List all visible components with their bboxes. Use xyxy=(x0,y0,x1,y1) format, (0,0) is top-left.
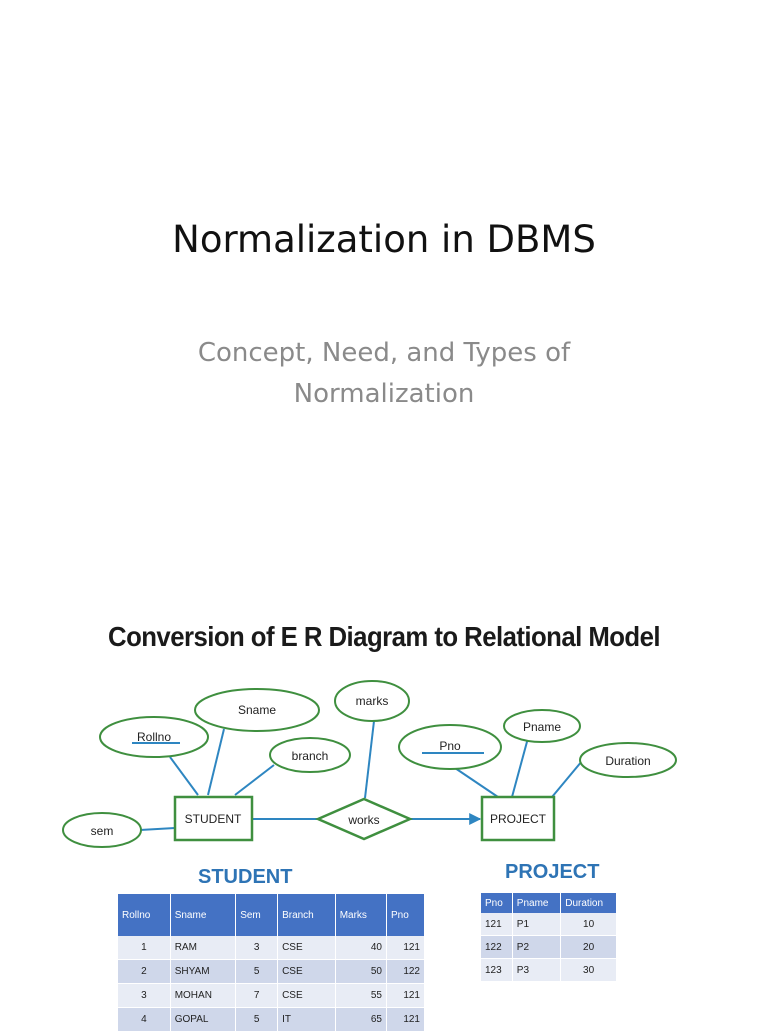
student-table-title: STUDENT xyxy=(198,866,293,888)
table-row: 4 GOPAL 5 IT 65 121 xyxy=(118,1007,425,1032)
table-cell: 20 xyxy=(560,935,617,959)
table-cell: 121 xyxy=(481,913,513,936)
attr-branch-label: branch xyxy=(292,749,329,763)
student-col-header: Pno xyxy=(386,894,425,936)
attr-sem-ellipse xyxy=(62,812,142,848)
table-cell: IT xyxy=(277,1007,336,1032)
er-diagram-slide: Conversion of E R Diagram to Relational … xyxy=(0,565,768,1032)
slide-title: Normalization in DBMS xyxy=(172,218,596,261)
table-cell: P3 xyxy=(512,958,562,982)
attr-rollno-ellipse xyxy=(99,716,209,758)
table-cell: 3 xyxy=(235,936,279,960)
table-cell: CSE xyxy=(277,936,336,960)
relationship-works-label: works xyxy=(347,813,379,827)
connector-marks xyxy=(364,720,375,799)
attr-sname-label: Sname xyxy=(238,703,276,717)
student-col-header: Branch xyxy=(277,894,336,936)
table-cell: 65 xyxy=(335,1007,388,1032)
entity-student-box xyxy=(173,795,254,842)
entity-student-label: STUDENT xyxy=(185,812,242,826)
connector-sname xyxy=(207,728,225,796)
table-row: 123 P3 30 xyxy=(481,958,617,982)
connector-branch xyxy=(234,764,275,796)
table-cell: 123 xyxy=(481,958,513,982)
connector-pname xyxy=(511,737,529,798)
entity-project-box xyxy=(480,795,556,842)
er-connectors xyxy=(139,720,583,831)
attr-rollno-label: Rollno xyxy=(137,730,171,744)
entity-project-label: PROJECT xyxy=(490,812,547,826)
er-slide-title: Conversion of E R Diagram to Relational … xyxy=(108,621,661,652)
connector-pno xyxy=(454,767,499,798)
table-cell: 40 xyxy=(335,936,388,960)
table-cell: 122 xyxy=(481,935,513,959)
student-table: Rollno Sname Sem Branch Marks Pno 1 RAM … xyxy=(118,894,425,1032)
table-cell: CSE xyxy=(277,959,336,984)
student-col-header: Sem xyxy=(235,894,279,936)
table-cell: 121 xyxy=(386,936,425,960)
table-cell: SHYAM xyxy=(170,959,237,984)
attr-sname-ellipse xyxy=(194,688,320,732)
table-row: 122 P2 20 xyxy=(481,935,617,959)
relationship-works-diamond xyxy=(314,797,414,841)
table-cell: 7 xyxy=(235,983,279,1008)
title-slide: Normalization in DBMS Concept, Need, and… xyxy=(140,218,628,415)
subtitle-line-1: Concept, Need, and Types of xyxy=(197,338,571,368)
attr-duration-label: Duration xyxy=(605,754,650,768)
table-cell: 3 xyxy=(118,983,171,1008)
table-cell: 55 xyxy=(335,983,388,1008)
table-cell: P1 xyxy=(512,913,562,936)
table-row: 2 SHYAM 5 CSE 50 122 xyxy=(118,959,425,984)
table-cell: 122 xyxy=(386,959,425,984)
attr-pno-ellipse xyxy=(398,724,502,770)
table-cell: 5 xyxy=(235,959,279,984)
connector-duration xyxy=(551,760,583,798)
er-diagram: Rollno Sname branch sem marks Pno Pname … xyxy=(62,680,677,848)
project-col-header: Pname xyxy=(512,893,562,913)
table-cell: 5 xyxy=(235,1007,279,1032)
student-col-header: Sname xyxy=(170,894,237,936)
project-table-title: PROJECT xyxy=(505,861,600,883)
connector-sem xyxy=(139,827,176,831)
table-row: 1 RAM 3 CSE 40 121 xyxy=(118,936,425,960)
table-cell: 30 xyxy=(560,958,617,982)
table-cell: 2 xyxy=(118,959,171,984)
project-table-header-row: Pno Pname Duration xyxy=(481,893,617,913)
attr-marks-ellipse xyxy=(334,680,410,722)
attr-sem-label: sem xyxy=(91,824,114,838)
table-cell: MOHAN xyxy=(170,983,237,1008)
project-col-header: Duration xyxy=(560,893,617,913)
table-cell: 121 xyxy=(386,1007,425,1032)
table-cell: 4 xyxy=(118,1007,171,1032)
project-table: Pno Pname Duration 121 P1 10 122 P2 20 1… xyxy=(481,893,617,982)
student-table-header-row: Rollno Sname Sem Branch Marks Pno xyxy=(118,894,425,936)
subtitle-line-2: Normalization xyxy=(293,379,475,409)
slide-subtitle: Concept, Need, and Types of Normalizatio… xyxy=(140,333,628,415)
table-cell: 1 xyxy=(118,936,171,960)
table-cell: RAM xyxy=(170,936,237,960)
table-cell: CSE xyxy=(277,983,336,1008)
table-cell: 10 xyxy=(560,913,617,936)
table-cell: P2 xyxy=(512,935,562,959)
attr-pname-label: Pname xyxy=(523,720,561,734)
attr-pname-ellipse xyxy=(503,709,581,743)
student-col-header: Marks xyxy=(335,894,388,936)
table-cell: GOPAL xyxy=(170,1007,237,1032)
project-col-header: Pno xyxy=(481,893,513,913)
student-col-header: Rollno xyxy=(118,894,171,936)
table-row: 3 MOHAN 7 CSE 55 121 xyxy=(118,983,425,1008)
attr-duration-ellipse xyxy=(579,742,677,778)
table-row: 121 P1 10 xyxy=(481,913,617,936)
attr-pno-label: Pno xyxy=(439,739,461,753)
table-cell: 121 xyxy=(386,983,425,1008)
attr-marks-label: marks xyxy=(356,694,389,708)
table-cell: 50 xyxy=(335,959,388,984)
connector-rollno xyxy=(169,756,199,796)
attr-branch-ellipse xyxy=(269,737,351,773)
